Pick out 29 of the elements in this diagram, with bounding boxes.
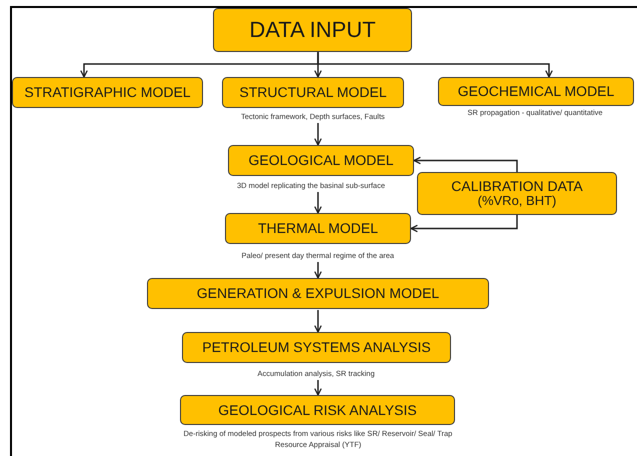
box-title: STRUCTURAL MODEL: [239, 84, 387, 101]
arrow: [410, 215, 518, 232]
process-box: [213, 8, 412, 52]
arrow: [314, 380, 322, 396]
box-title: THERMAL MODEL: [258, 220, 378, 237]
process-box: [182, 332, 451, 363]
arrow: [317, 52, 553, 78]
box-title: STRATIGRAPHIC MODEL: [24, 84, 191, 101]
box-subtitle: (%VRo, BHT): [478, 194, 556, 210]
arrow: [314, 262, 322, 279]
box-title: CALIBRATION DATA: [451, 178, 583, 194]
process-box: [222, 77, 404, 108]
arrow: [413, 156, 518, 172]
box-title: GEOCHEMICAL MODEL: [458, 83, 614, 100]
box-title: PETROLEUM SYSTEMS ANALYSIS: [202, 339, 431, 356]
box-title: GENERATION & EXPULSION MODEL: [196, 285, 440, 302]
box-title: GEOLOGICAL MODEL: [248, 152, 394, 169]
process-box: [228, 145, 414, 176]
process-box: [147, 278, 489, 309]
box-title: GEOLOGICAL RISK ANALYSIS: [218, 402, 417, 418]
process-box: [417, 172, 617, 215]
arrow: [314, 310, 322, 333]
process-box: [12, 77, 203, 108]
process-box: [225, 213, 411, 244]
arrow: [314, 192, 322, 214]
process-box: [438, 77, 634, 106]
box-title: DATA INPUT: [249, 17, 376, 43]
arrow: [314, 123, 322, 146]
process-box: [180, 395, 455, 425]
